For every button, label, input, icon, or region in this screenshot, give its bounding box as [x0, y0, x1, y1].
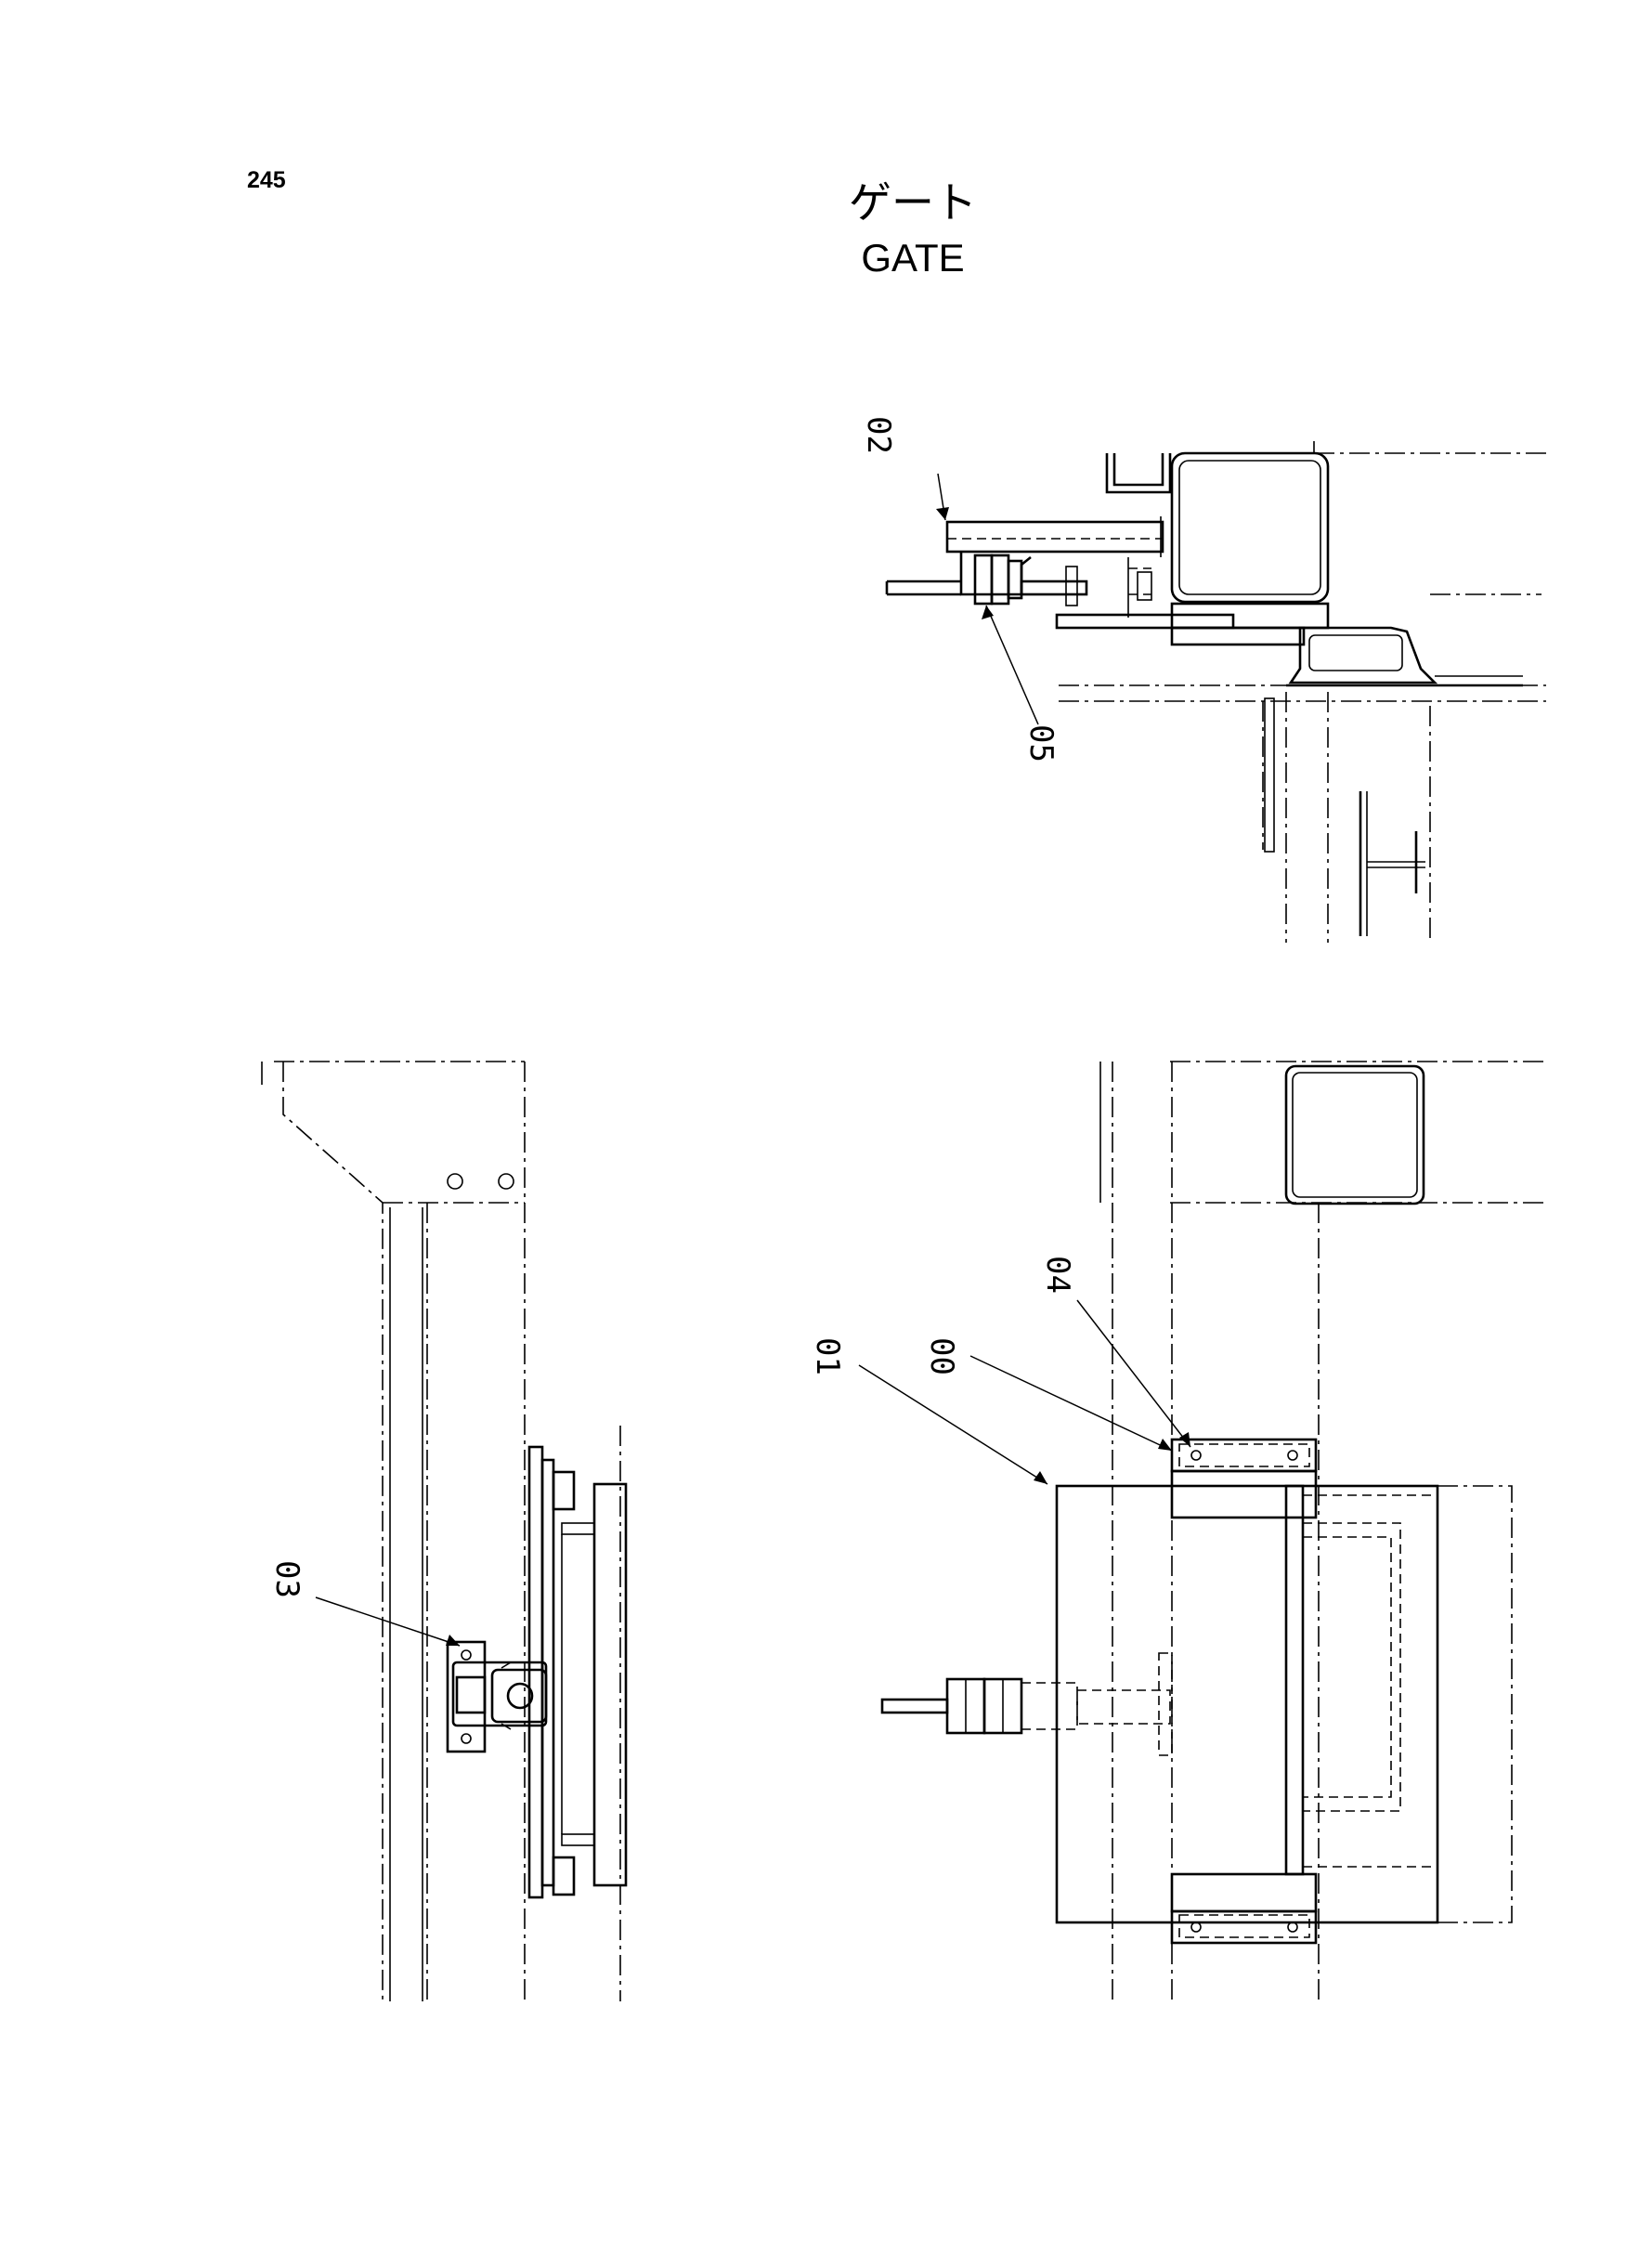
callout-02: 02 [860, 416, 897, 454]
front-view [261, 1061, 628, 2001]
plan-view [880, 1061, 1546, 2001]
callout-05: 05 [1022, 724, 1060, 762]
title-japanese: ゲート [849, 177, 977, 228]
callout-01: 01 [809, 1337, 846, 1375]
title-english: GATE [861, 236, 965, 280]
callout-04: 04 [1039, 1256, 1076, 1294]
callout-00: 00 [923, 1337, 960, 1375]
side-view [885, 441, 1546, 943]
callout-leaders [315, 473, 1191, 1647]
callout-03: 03 [268, 1560, 306, 1598]
page-number: 245 [247, 167, 286, 193]
callout-labels: 02 05 01 00 04 03 [268, 416, 1076, 1598]
